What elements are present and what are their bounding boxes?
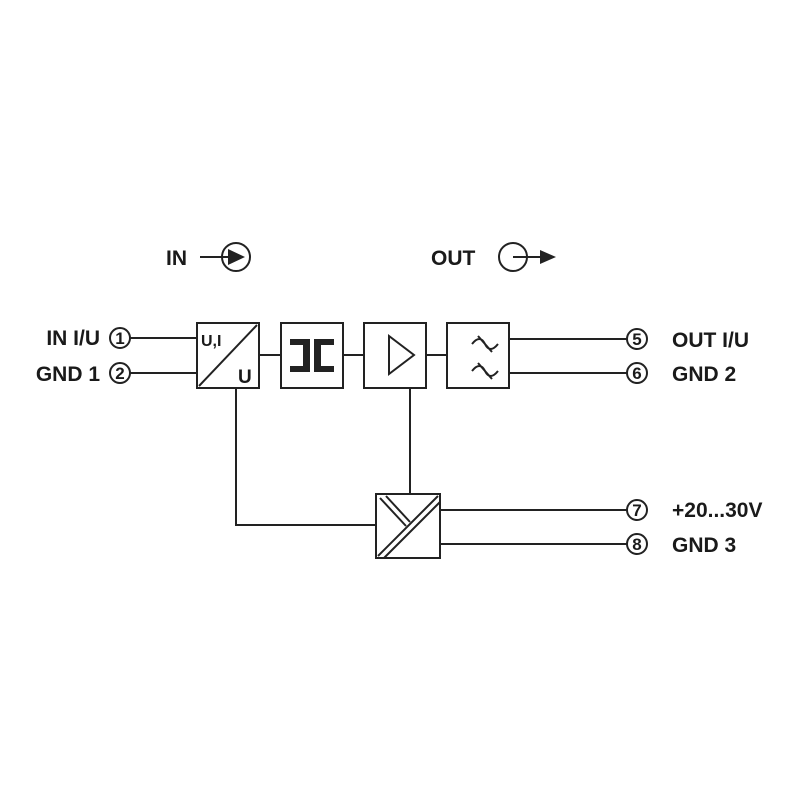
- converter-input-text: U,I: [201, 333, 221, 350]
- amplifier-triangle-icon: [363, 322, 427, 389]
- converter-output-text: U: [238, 367, 252, 388]
- arrow-out-of-circle-icon: [498, 242, 556, 272]
- terminal-1: IN I/U 1: [46, 327, 131, 350]
- terminal-label: GND 3: [672, 534, 736, 557]
- terminal-label: GND 2: [672, 363, 736, 386]
- terminal-number: 8: [632, 535, 641, 554]
- terminal-6: 6 GND 2: [626, 362, 736, 386]
- filter-icon: [446, 322, 510, 389]
- galvanic-isolation-icon: [280, 322, 344, 389]
- terminal-number: 5: [632, 330, 641, 349]
- signal-converter-block: U,I U: [196, 322, 260, 389]
- in-legend-label: IN: [166, 247, 187, 270]
- terminal-7: 7 +20...30V: [626, 499, 763, 522]
- terminal-label: OUT I/U: [672, 329, 749, 352]
- terminal-label: +20...30V: [672, 499, 763, 522]
- out-legend-label: OUT: [431, 247, 476, 270]
- terminal-number: 7: [632, 501, 641, 520]
- arrow-into-circle-icon: [200, 242, 251, 272]
- power-supply-converter-icon: [375, 493, 441, 559]
- terminal-2: GND 1 2: [36, 362, 131, 386]
- terminal-number: 1: [115, 329, 124, 348]
- terminal-number: 2: [115, 364, 124, 383]
- wires: [130, 337, 627, 545]
- terminal-number: 6: [632, 364, 641, 383]
- terminal-label: IN I/U: [46, 327, 100, 350]
- terminal-label: GND 1: [36, 363, 101, 386]
- terminal-5: 5 OUT I/U: [626, 328, 749, 352]
- terminal-8: 8 GND 3: [626, 533, 736, 557]
